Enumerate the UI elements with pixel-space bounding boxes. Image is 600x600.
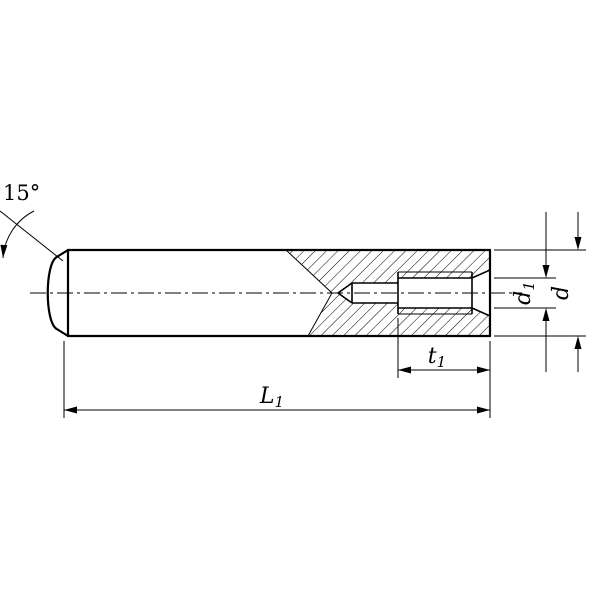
dimension-L1: L1: [63, 341, 491, 418]
dimension-d1: d1: [494, 212, 556, 372]
d1-label: d1: [511, 281, 538, 305]
d-arrow-top: [574, 237, 582, 250]
t1-arrow-right: [477, 366, 490, 374]
entry-chamfer-bottom: [471, 307, 491, 317]
chamfer-top: [54, 248, 70, 259]
angle-arc-arrowhead: [0, 244, 8, 258]
drill-point: [336, 282, 353, 304]
d1-arrow-top: [542, 265, 550, 278]
chamfer-extension-line: [0, 210, 64, 262]
entry-chamfer-top: [471, 269, 491, 279]
d1-arrow-bottom: [542, 308, 550, 321]
L1-label: L1: [259, 384, 284, 411]
d-label: d: [549, 286, 574, 300]
t1-arrow-left: [398, 366, 411, 374]
L1-arrow-left: [64, 406, 77, 414]
d-arrow-bottom: [574, 336, 582, 349]
chamfer-angle-annotation: 15°: [0, 181, 64, 262]
chamfer-angle-label: 15°: [3, 181, 40, 205]
L1-arrow-right: [477, 406, 490, 414]
pin-outline: [46, 248, 492, 338]
t1-label: t1: [428, 344, 446, 371]
dimension-d: d: [494, 212, 586, 372]
hatch-area-top: [286, 250, 490, 293]
crowned-end-arc: [46, 256, 58, 330]
chamfer-bottom: [54, 327, 70, 338]
internal-thread-bore: [336, 269, 491, 317]
dimension-t1: t1: [397, 318, 490, 378]
